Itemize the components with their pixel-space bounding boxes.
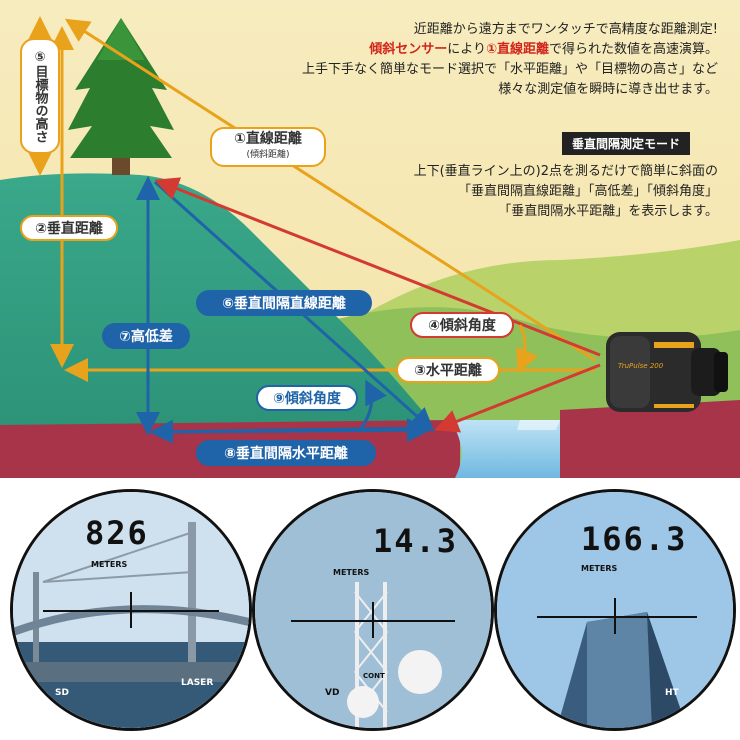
scope-2-reading: 14.3 xyxy=(373,522,459,560)
description-highlight-sensor: 傾斜センサー xyxy=(369,42,448,57)
label-target-height: ⑤目標物の高さ xyxy=(20,38,60,154)
label-vertical-distance: ②垂直距離 xyxy=(20,215,118,241)
scope-2-unit: METERS xyxy=(333,568,370,577)
label-height-difference: ⑦高低差 xyxy=(102,323,190,349)
scope-2-mode-left: VD xyxy=(325,688,340,698)
description-line-1: 近距離から遠方までワンタッチで高精度な距離測定! xyxy=(413,22,718,37)
rangefinder-device: TruPulse 200 xyxy=(596,322,736,422)
label-horizontal-distance: ③水平距離 xyxy=(396,357,500,383)
scope-1-mode-left: SD xyxy=(55,688,69,698)
mode-title: 垂直間隔測定モード xyxy=(562,132,691,155)
label-vi-angle: ⑨傾斜角度 xyxy=(256,385,358,411)
label-direct-distance-sub: (傾斜距離) xyxy=(246,150,290,160)
scope-views: 826 METERS SD LASER 14.3 METERS VD CONT xyxy=(0,478,740,740)
mode-line-1: 上下(垂直ライン上の)2点を測るだけで簡単に斜面の xyxy=(413,164,718,179)
label-direct-distance: ①直線距離 (傾斜距離) xyxy=(210,127,326,167)
mode-line-3: 「垂直間隔水平距離」を表示します。 xyxy=(498,204,718,219)
scope-1-reading: 826 xyxy=(85,514,149,552)
scope-3-scene xyxy=(497,492,733,728)
scope-3-mode-left: HT xyxy=(665,688,679,698)
description-highlight-distance: ①直線距離 xyxy=(485,42,549,57)
scope-view-vertical-distance: 14.3 METERS VD CONT xyxy=(252,489,494,731)
device-brand: TruPulse 200 xyxy=(618,362,664,370)
scope-1-unit: METERS xyxy=(91,560,128,569)
scope-view-slope-distance: 826 METERS SD LASER xyxy=(10,489,252,731)
label-direct-distance-main: ①直線距離 xyxy=(234,131,302,147)
description-line-2-mid: により xyxy=(447,42,486,57)
label-vi-horizontal-distance: ⑧垂直間隔水平距離 xyxy=(196,440,376,466)
scope-1-mode-right: LASER xyxy=(181,678,214,688)
description-line-4: 様々な測定値を瞬時に導き出せます。 xyxy=(498,82,718,97)
scope-3-crosshair-v xyxy=(614,598,616,634)
scope-view-height: 166.3 METERS HT xyxy=(494,489,736,731)
description-line-2: 傾斜センサーにより①直線距離で得られた数値を高速演算。 xyxy=(369,40,718,60)
scope-3-crosshair-h xyxy=(537,616,697,618)
rangefinder-drawing xyxy=(606,332,728,412)
label-incline-angle: ④傾斜角度 xyxy=(410,312,514,338)
scope-2-crosshair-v xyxy=(372,602,374,638)
measurement-diagram: 近距離から遠方までワンタッチで高精度な距離測定! 傾斜センサーにより①直線距離で… xyxy=(0,0,740,478)
scope-2-mode-right: CONT xyxy=(363,672,385,680)
scope-3-unit: METERS xyxy=(581,564,618,573)
description-line-2-suffix: で得られた数値を高速演算。 xyxy=(548,42,718,57)
description-line-3: 上手下手なく簡単なモード選択で「水平距離」や「目標物の高さ」など xyxy=(301,62,718,77)
label-vi-direct-distance: ⑥垂直間隔直線距離 xyxy=(196,290,372,316)
scope-1-crosshair-v xyxy=(130,592,132,628)
mode-line-2: 「垂直間隔直線距離」「高低差」「傾斜角度」 xyxy=(457,184,718,199)
scope-3-reading: 166.3 xyxy=(581,520,688,558)
